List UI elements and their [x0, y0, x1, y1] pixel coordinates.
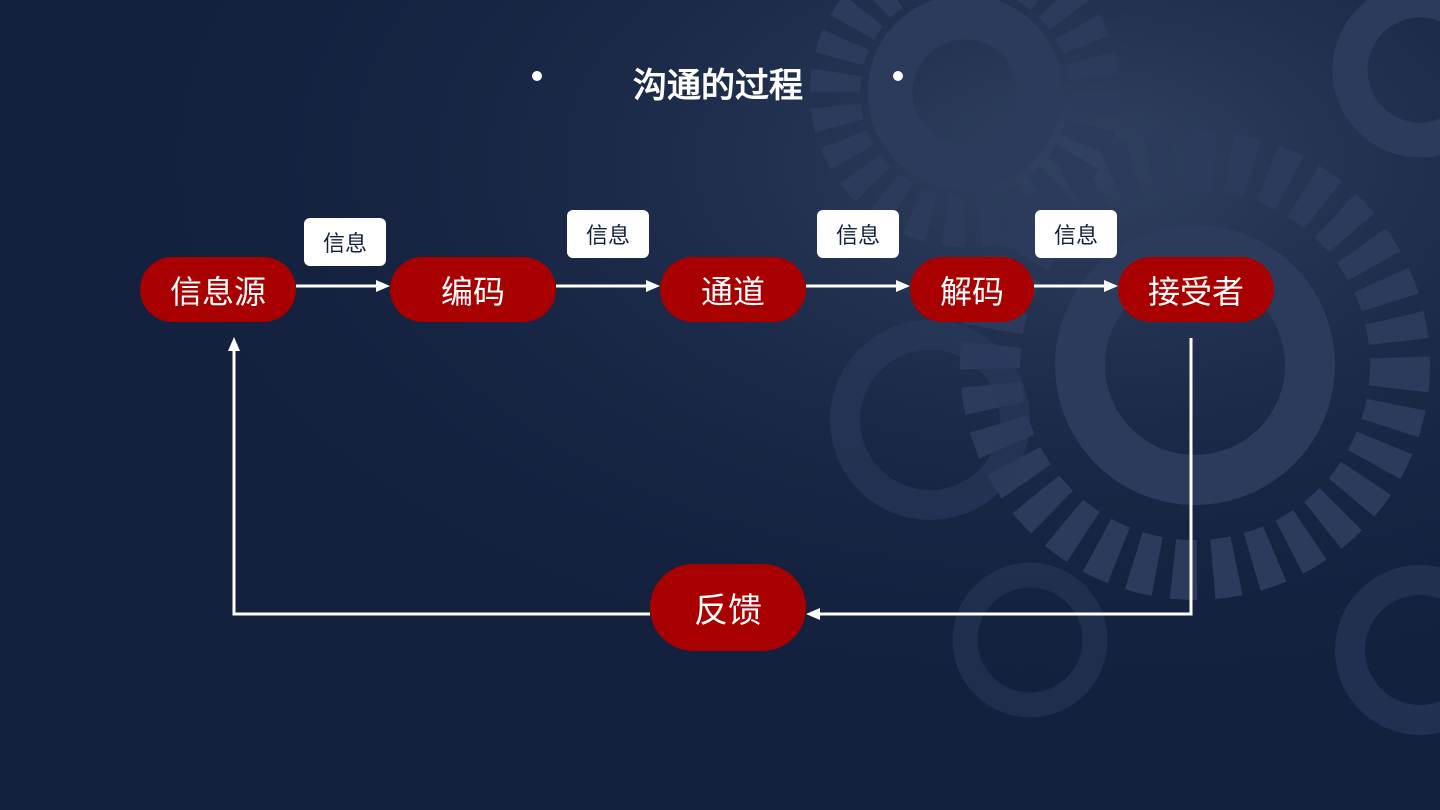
message-label: 信息 [567, 210, 649, 258]
node-encode: 编码 [390, 257, 556, 322]
message-label: 信息 [817, 210, 899, 258]
title-right-dot [893, 71, 903, 81]
message-label: 信息 [1035, 210, 1117, 258]
gear-icon [810, 0, 1440, 735]
node-receiver: 接受者 [1118, 257, 1274, 322]
node-feedback: 反馈 [650, 564, 806, 651]
node-source: 信息源 [140, 257, 296, 322]
node-channel: 通道 [660, 257, 806, 322]
node-decode: 解码 [910, 257, 1034, 322]
message-label: 信息 [304, 218, 386, 266]
page-title: 沟通的过程 [633, 67, 803, 105]
title-left-dot [532, 71, 542, 81]
